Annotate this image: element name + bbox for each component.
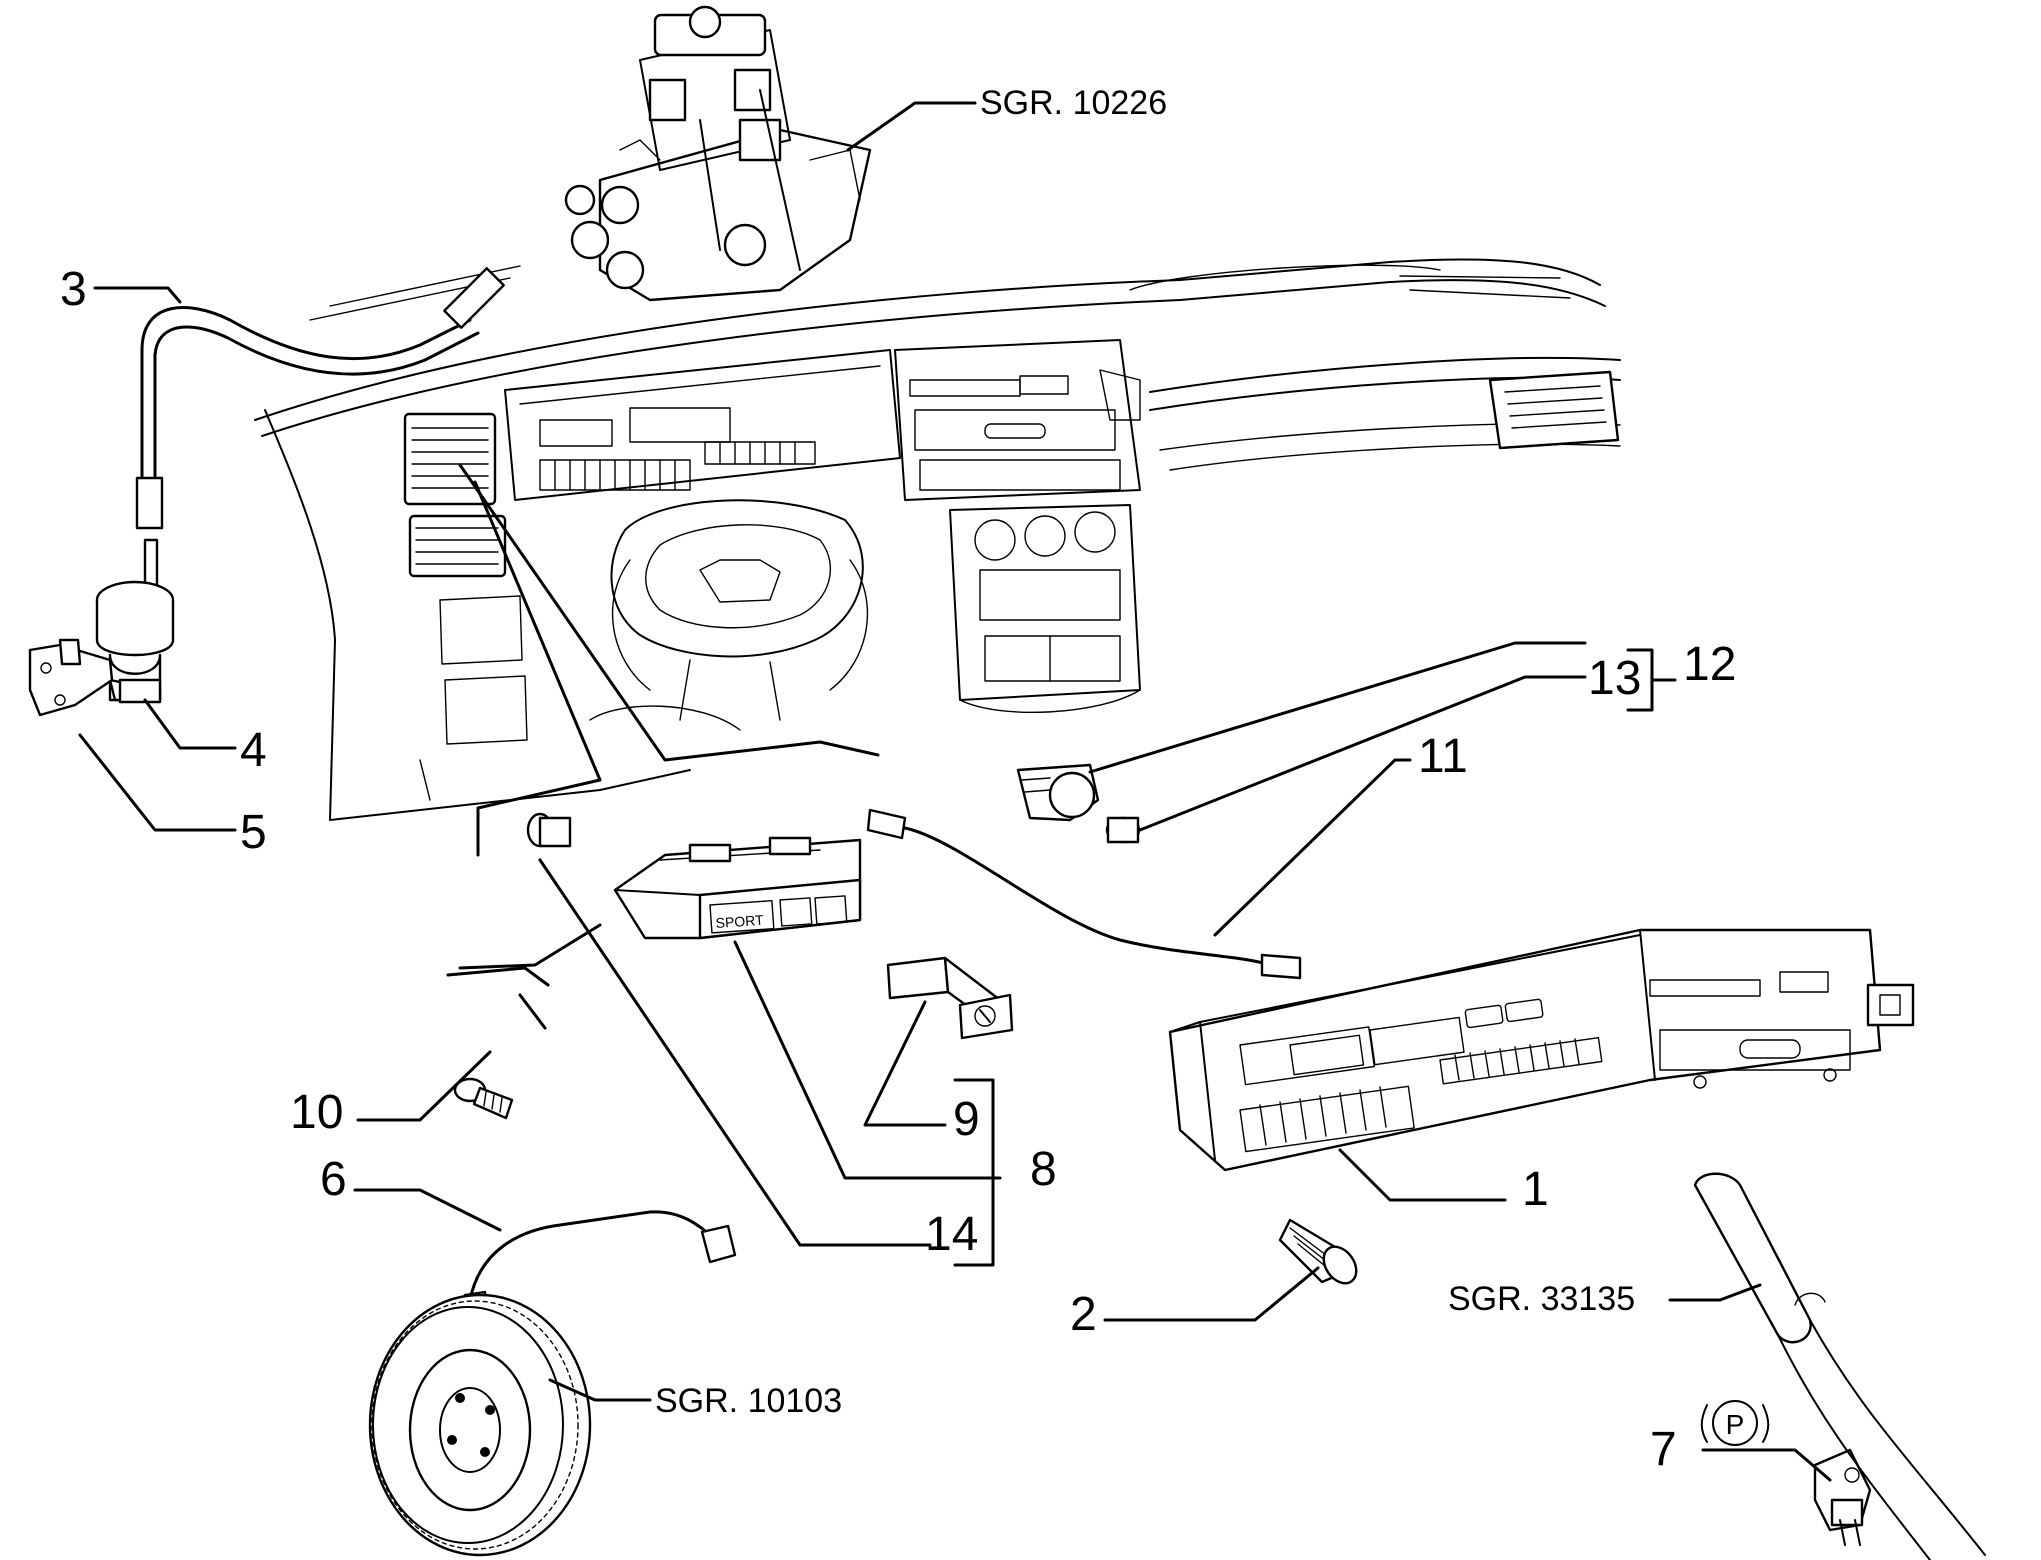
label-14: 14 [925, 1208, 978, 1261]
dashboard-background [254, 258, 1621, 821]
parking-brake-symbol: P [1700, 1400, 1770, 1446]
label-2: 2 [1070, 1288, 1097, 1341]
sport-button-label: SPORT [715, 912, 764, 931]
injection-pump [564, 5, 872, 302]
label-ref-handbrake: SGR. 33135 [1448, 1280, 1635, 1318]
wire-harness-part-11 [866, 808, 1302, 980]
flywheel [368, 1293, 592, 1557]
switch-panel-part-8: SPORT [613, 836, 862, 940]
label-1: 1 [1522, 1163, 1549, 1216]
bracket-part-5 [28, 638, 114, 717]
bulb-holder-part-12 [1016, 763, 1100, 822]
label-4: 4 [240, 724, 267, 777]
label-8: 8 [1030, 1143, 1057, 1196]
label-12: 12 [1683, 638, 1736, 691]
leader-lines [78, 101, 1832, 1482]
bolt-part-10 [453, 1077, 514, 1120]
bulb-part-13 [1105, 816, 1141, 844]
svg-text:P: P [1726, 1409, 1745, 1440]
bulb-part-14 [526, 812, 572, 848]
callout-labels: SGR. 10226 3 4 5 13 12 11 10 9 8 14 6 1 … [60, 84, 1736, 1476]
label-11: 11 [1418, 730, 1468, 783]
instrument-panel-part-1 [1168, 928, 1915, 1172]
label-6: 6 [320, 1153, 347, 1206]
label-5: 5 [240, 806, 267, 859]
label-13: 13 [1588, 652, 1641, 705]
handbrake-switch-part-7 [1813, 1448, 1872, 1546]
vacuum-actuator-part-4 [95, 538, 175, 704]
sensor-cable-part-3 [135, 267, 505, 530]
label-ref-pump: SGR. 10226 [980, 84, 1167, 122]
handbrake-lever [1693, 1172, 1986, 1560]
label-9: 9 [953, 1093, 980, 1146]
screw-part-2 [1278, 1218, 1358, 1285]
label-3: 3 [60, 263, 87, 316]
fog-light-switch-part-9 [886, 956, 1014, 1040]
label-10: 10 [290, 1086, 343, 1139]
label-7: 7 [1650, 1423, 1677, 1476]
label-ref-flywheel: SGR. 10103 [655, 1382, 842, 1420]
